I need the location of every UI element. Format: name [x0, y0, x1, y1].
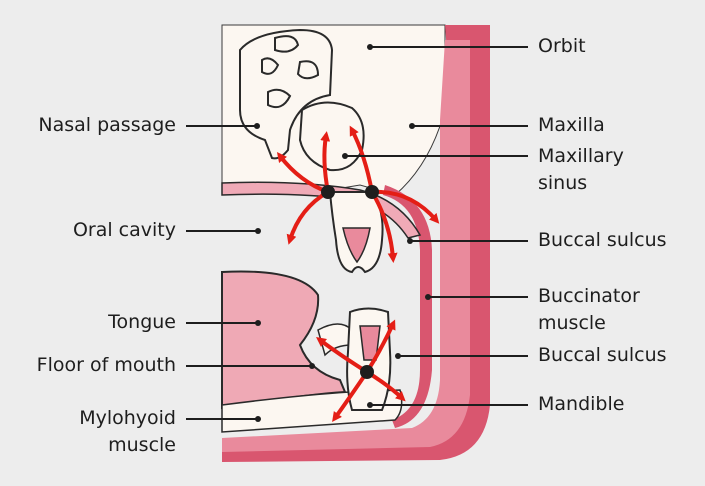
upper-infection-origin-right — [365, 185, 379, 199]
label-mylohyoid-line2: muscle — [108, 434, 176, 456]
label-maxilla: Maxilla — [538, 114, 605, 136]
upper-infection-origin-left — [321, 185, 335, 199]
ethmoid-cell-4 — [267, 88, 292, 109]
upper-tooth-pulp — [342, 227, 371, 264]
label-nasal-passage: Nasal passage — [38, 114, 176, 136]
label-buccinator-line1: Buccinator — [538, 285, 640, 307]
leader-dot-tongue — [255, 320, 261, 326]
label-oral-cavity: Oral cavity — [72, 219, 176, 241]
leader-dot-buccal-upper — [407, 238, 413, 244]
label-maxillary-sinus-line2: sinus — [538, 172, 588, 194]
ethmoid-cell-2 — [261, 57, 280, 75]
leader-dot-buccinator — [425, 294, 431, 300]
leader-dot-mandible — [367, 402, 373, 408]
leader-lines — [186, 46, 528, 420]
label-buccinator-line2: muscle — [538, 312, 606, 334]
leader-dot-maxilla — [409, 123, 415, 129]
label-mylohyoid-muscle: Mylohyoid muscle — [79, 405, 176, 459]
label-orbit: Orbit — [538, 35, 586, 57]
label-buccal-sulcus-lower: Buccal sulcus — [538, 344, 667, 366]
leader-dot-nasal — [254, 123, 260, 129]
cheek-inner — [222, 40, 470, 452]
label-maxillary-sinus-line1: Maxillary — [538, 145, 624, 167]
label-tongue: Tongue — [108, 311, 176, 333]
leader-dot-mylohyoid — [255, 416, 261, 422]
leader-dots — [254, 44, 431, 422]
buccinator-band — [383, 185, 432, 428]
ethmoid-cell-1 — [274, 35, 300, 53]
leader-dot-sinus — [342, 153, 348, 159]
label-floor-of-mouth: Floor of mouth — [36, 354, 176, 376]
label-mandible: Mandible — [538, 393, 625, 415]
leader-dot-oral — [255, 228, 261, 234]
leader-dot-floor — [309, 363, 315, 369]
label-mylohyoid-line1: Mylohyoid — [79, 407, 176, 429]
label-buccinator-muscle: Buccinator muscle — [538, 283, 640, 337]
leader-dot-buccal-lower — [395, 353, 401, 359]
label-buccal-sulcus-upper: Buccal sulcus — [538, 229, 667, 251]
arrow-upper-to-oral — [286, 190, 330, 245]
leader-dot-orbit — [367, 44, 373, 50]
lower-infection-origin — [360, 365, 374, 379]
ethmoid-cell-3 — [296, 60, 320, 80]
label-maxillary-sinus: Maxillary sinus — [538, 143, 624, 197]
